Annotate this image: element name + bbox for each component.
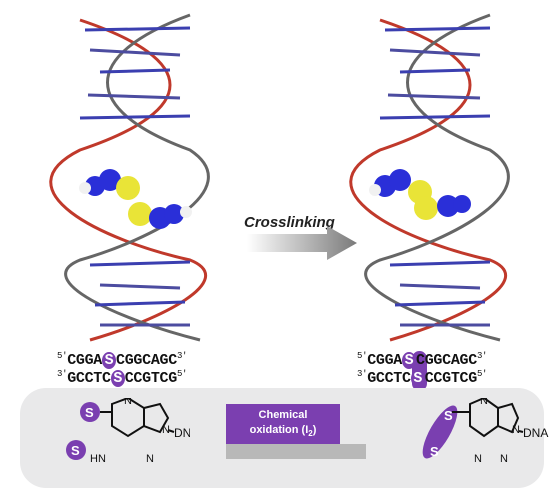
- svg-text:HN: HN: [90, 453, 106, 465]
- svg-text:S: S: [71, 443, 80, 458]
- crosslinking-arrow: [247, 226, 357, 260]
- base-pairs: [379, 26, 491, 327]
- oxidation-arrow: [226, 444, 366, 459]
- svg-text:N: N: [474, 453, 482, 465]
- svg-text:S: S: [430, 444, 439, 459]
- svg-text:DNA: DNA: [523, 426, 548, 440]
- thiopurine-structure-left: S S N N DNA HN N: [66, 398, 190, 465]
- svg-text:N: N: [124, 398, 132, 407]
- svg-text:DNA: DNA: [174, 426, 190, 440]
- crosslinked-structure-right: S S N N DNA N N: [422, 398, 548, 465]
- dna-helix-crosslinked: [349, 13, 510, 342]
- svg-text:S: S: [444, 408, 453, 423]
- svg-text:N: N: [162, 424, 170, 436]
- thiopurine-molecules: [79, 169, 192, 229]
- helix-backbone: [49, 13, 210, 342]
- base-pairs: [79, 26, 191, 327]
- svg-text:N: N: [480, 398, 488, 407]
- dna-helix-uncrosslinked: [49, 13, 210, 342]
- svg-text:N: N: [146, 453, 154, 465]
- helix-backbone: [349, 13, 510, 342]
- svg-text:S: S: [85, 405, 94, 420]
- svg-text:N: N: [500, 453, 508, 465]
- oxidation-label: Chemical oxidation (I2): [226, 404, 340, 444]
- crosslinking-label: Crosslinking: [244, 214, 335, 231]
- svg-text:N: N: [512, 424, 520, 436]
- crosslinked-thiopurines: [369, 169, 471, 220]
